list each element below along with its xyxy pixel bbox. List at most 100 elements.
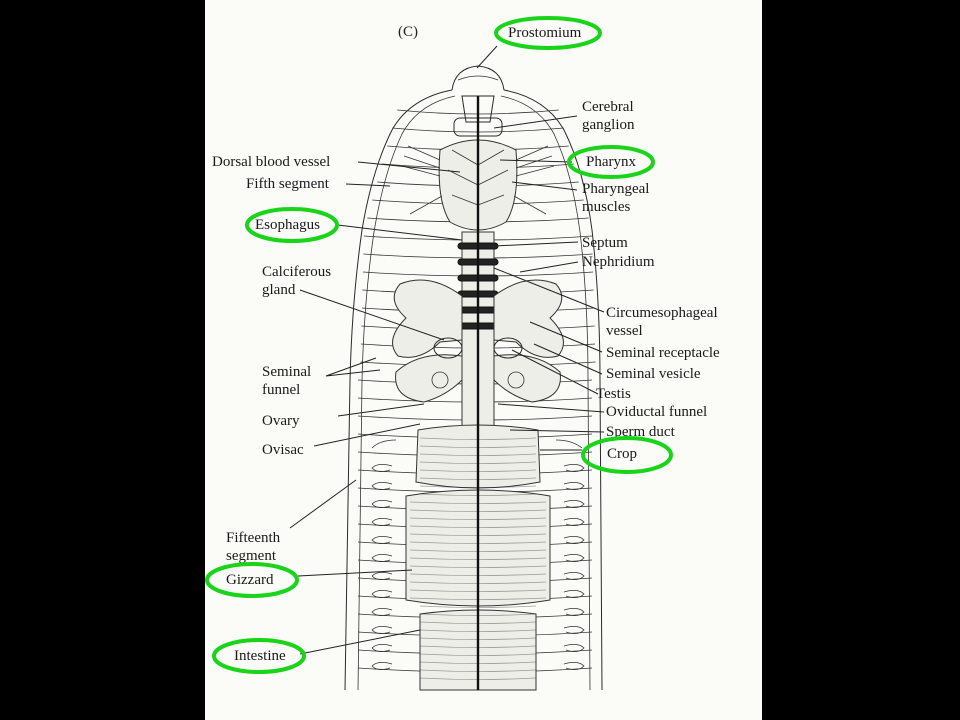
label-sperm-duct: Sperm duct	[606, 424, 676, 440]
nephridium-loop	[371, 536, 393, 544]
label-septum: Septum	[582, 235, 628, 251]
nephridium-loop	[371, 608, 393, 616]
leader-sperm-duct	[509, 429, 605, 433]
leader-testis	[511, 349, 599, 395]
label-calciferous-gland-1: Calciferous	[262, 264, 331, 280]
body-wall-right	[503, 89, 603, 691]
nephridium-loop	[563, 626, 585, 634]
nephridium-loop	[371, 518, 393, 526]
leader-seminal-receptacle	[529, 321, 603, 353]
leader-ovisac	[313, 423, 421, 447]
label-testis: Testis	[596, 386, 631, 402]
highlight-ellipses	[205, 16, 673, 674]
nephridium-loop	[563, 464, 585, 472]
label-oviductal-funnel: Oviductal funnel	[606, 404, 707, 420]
highlight-crop	[581, 436, 673, 474]
nephridium-loop	[563, 500, 585, 508]
prostomium-shape	[451, 65, 505, 91]
pharyngeal-muscle-lines	[401, 145, 555, 215]
leader-fifteenth-segment	[289, 479, 357, 529]
panel-letter: (C)	[398, 24, 418, 40]
left-testis-sac	[433, 337, 463, 359]
label-ovary: Ovary	[262, 413, 300, 429]
label-ovisac: Ovisac	[262, 442, 304, 458]
nephridium-loop	[563, 590, 585, 598]
nephridium-loop	[371, 662, 393, 670]
leader-esophagus	[337, 224, 463, 241]
buccal-cavity	[461, 95, 495, 123]
leader-lines	[289, 45, 605, 655]
leader-seminal-funnel	[325, 357, 381, 377]
label-pharyngeal-muscles-1: Pharyngeal	[582, 181, 649, 197]
highlight-gizzard	[205, 562, 299, 598]
label-crop: Crop	[607, 446, 637, 462]
nephridium-loop	[563, 572, 585, 580]
highlight-esophagus	[245, 207, 339, 243]
label-seminal-funnel-2: funnel	[262, 382, 300, 398]
nephridium-loop	[371, 482, 393, 490]
label-seminal-receptacle: Seminal receptacle	[606, 345, 720, 361]
label-cerebral-ganglion-2: ganglion	[582, 117, 635, 133]
nephridium-loop	[371, 572, 393, 580]
left-testis	[431, 371, 449, 389]
scanned-page: (C)	[205, 0, 762, 720]
leader-cerebral-ganglion	[493, 115, 578, 129]
label-nephridium: Nephridium	[582, 254, 655, 270]
nephridium-loop	[371, 464, 393, 472]
leader-prostomium	[476, 45, 498, 69]
highlight-prostomium	[494, 16, 602, 50]
leader-septum	[493, 241, 579, 247]
label-circumesophageal-2: vessel	[606, 323, 643, 339]
highlight-pharynx	[567, 145, 655, 179]
nephridium-loop	[371, 554, 393, 562]
gut	[371, 96, 585, 691]
leader-pharynx	[499, 159, 573, 163]
nephridium-loop	[371, 500, 393, 508]
label-esophagus: Esophagus	[255, 217, 320, 233]
leader-pharyngeal-muscles	[511, 181, 578, 191]
leader-nephridium	[519, 261, 579, 273]
labels: Prostomium Cerebral ganglion Dorsal bloo…	[212, 25, 720, 664]
leader-dorsal-blood-vessel	[357, 161, 461, 173]
right-testis	[507, 371, 525, 389]
label-cerebral-ganglion-1: Cerebral	[582, 99, 634, 115]
nephridium-loop	[563, 482, 585, 490]
nephridium-loop	[563, 518, 585, 526]
label-prostomium: Prostomium	[508, 25, 582, 41]
right-seminal-vesicle-rear	[493, 354, 561, 403]
leader-intestine	[299, 629, 421, 655]
oviducts	[371, 439, 583, 449]
label-circumesophageal-1: Circumesophageal	[606, 305, 718, 321]
left-seminal-vesicle-rear	[395, 354, 463, 403]
leader-seminal-vesicle	[533, 343, 603, 375]
nephridium-loop	[371, 626, 393, 634]
label-dorsal-blood-vessel: Dorsal blood vessel	[212, 154, 330, 170]
nephridium-loop	[563, 644, 585, 652]
label-intestine: Intestine	[234, 648, 286, 664]
earthworm-anatomy-diagram: (C)	[205, 16, 720, 691]
leader-ovary	[337, 403, 425, 417]
nephridium-loop	[563, 608, 585, 616]
nephridium-loop	[563, 662, 585, 670]
nephridium-loop	[563, 536, 585, 544]
left-seminal-vesicle-front	[392, 279, 463, 358]
prostomium-ring	[457, 75, 499, 81]
label-pharyngeal-muscles-2: muscles	[582, 199, 630, 215]
right-testis-sac	[493, 337, 523, 359]
leader-oviductal-funnel	[497, 403, 605, 413]
nephridium-loop	[371, 644, 393, 652]
leader-fifth-segment	[345, 183, 391, 187]
highlight-intestine	[212, 638, 306, 674]
leader-circumesophageal	[493, 267, 605, 313]
nephridium-loop	[371, 590, 393, 598]
leader-calciferous-gland	[299, 289, 445, 341]
leader-gizzard	[297, 569, 413, 577]
label-gizzard: Gizzard	[226, 572, 274, 588]
label-seminal-vesicle: Seminal vesicle	[606, 366, 701, 382]
label-fifth-segment: Fifth segment	[246, 176, 330, 192]
nephridium-loop	[563, 554, 585, 562]
nephridia	[371, 464, 585, 670]
label-pharynx: Pharynx	[586, 154, 636, 170]
label-fifteenth-segment-2: segment	[226, 548, 277, 564]
